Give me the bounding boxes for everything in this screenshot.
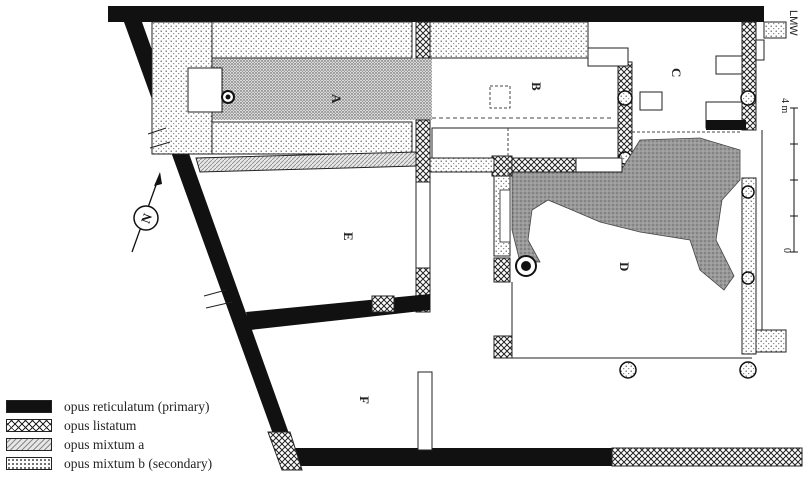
room-c-step bbox=[706, 120, 746, 130]
legend-label: opus reticulatum (primary) bbox=[64, 398, 210, 414]
well-d-inner bbox=[521, 261, 531, 271]
wall-de-top bbox=[429, 157, 495, 173]
swatch-crosshatch bbox=[6, 419, 52, 432]
wall-top bbox=[108, 6, 764, 22]
column-bc-1 bbox=[617, 90, 633, 106]
legend-item-listatum: opus listatum bbox=[6, 416, 306, 435]
wall-bottom-listatum bbox=[611, 447, 803, 467]
wall-ae-hatched bbox=[195, 151, 417, 173]
scale-label-top: 4 m bbox=[779, 98, 790, 114]
well-a-inner bbox=[225, 94, 231, 100]
room-label-c: C bbox=[669, 68, 684, 77]
legend: opus reticulatum (primary) opus listatum… bbox=[6, 397, 306, 473]
legend-label: opus mixtum a bbox=[64, 436, 145, 452]
room-c-ledge bbox=[639, 91, 663, 111]
column-south-2 bbox=[739, 361, 757, 379]
room-d-north-listatum bbox=[511, 157, 577, 173]
swatch-solid bbox=[6, 400, 52, 413]
room-c-east-wall bbox=[741, 21, 757, 131]
wall-ef bbox=[246, 294, 430, 330]
column-south-1 bbox=[619, 361, 637, 379]
legend-item-reticulatum: opus reticulatum (primary) bbox=[6, 397, 306, 416]
wall-bottom bbox=[290, 448, 612, 466]
room-label-b: B bbox=[529, 82, 544, 91]
north-arrow: N bbox=[131, 172, 162, 253]
column-d-1 bbox=[741, 185, 755, 199]
west-stub-2 bbox=[149, 141, 171, 149]
room-label-f: F bbox=[357, 396, 372, 404]
room-d-stone-fill bbox=[511, 137, 741, 291]
room-b-south-wall bbox=[431, 127, 623, 159]
legend-label: opus listatum bbox=[64, 417, 137, 433]
west-stub-1 bbox=[147, 127, 167, 135]
room-c-block-1 bbox=[715, 55, 743, 75]
north-circle bbox=[133, 205, 159, 231]
pier-ab-lower bbox=[415, 119, 431, 183]
room-d-east-outer bbox=[755, 329, 787, 353]
ne-stub bbox=[755, 39, 765, 61]
corridor-a-wall-north bbox=[211, 21, 413, 59]
column-d-2 bbox=[741, 271, 755, 285]
column-c bbox=[740, 90, 756, 106]
room-d-west-pier bbox=[493, 257, 511, 283]
room-b-north-wall bbox=[427, 21, 589, 59]
legend-label: opus mixtum b (secondary) bbox=[64, 455, 213, 471]
room-b-doorway bbox=[489, 85, 511, 109]
corridor-a-floor bbox=[212, 58, 432, 120]
room-d-east-wall bbox=[741, 177, 757, 355]
wall-ef-listatum bbox=[371, 295, 395, 313]
scale-bar: 4 m 0 bbox=[779, 98, 798, 253]
scale-label-bottom: 0 bbox=[781, 248, 792, 253]
room-label-a: A bbox=[329, 94, 344, 104]
ne-corner-block bbox=[763, 21, 787, 39]
author-initials: LMW bbox=[787, 10, 799, 36]
pier-ab bbox=[415, 21, 431, 59]
room-f-partition bbox=[417, 371, 433, 451]
swatch-dotted bbox=[6, 457, 52, 470]
corridor-a-niche bbox=[187, 67, 223, 113]
room-label-d: D bbox=[617, 262, 632, 271]
swatch-hatched bbox=[6, 438, 52, 451]
west-stub-3 bbox=[203, 289, 227, 297]
legend-item-mixtum-b: opus mixtum b (secondary) bbox=[6, 454, 306, 473]
room-d-sw-pier bbox=[493, 335, 513, 359]
room-b-threshold bbox=[587, 47, 629, 67]
wall-corner-listatum bbox=[267, 431, 303, 471]
room-label-e: E bbox=[341, 232, 356, 241]
room-d-west-wall-inner bbox=[499, 189, 511, 243]
room-d-pier bbox=[491, 155, 513, 177]
west-stub-4 bbox=[205, 301, 233, 309]
corridor-a-wall-south bbox=[211, 121, 413, 155]
legend-item-mixtum-a: opus mixtum a bbox=[6, 435, 306, 454]
